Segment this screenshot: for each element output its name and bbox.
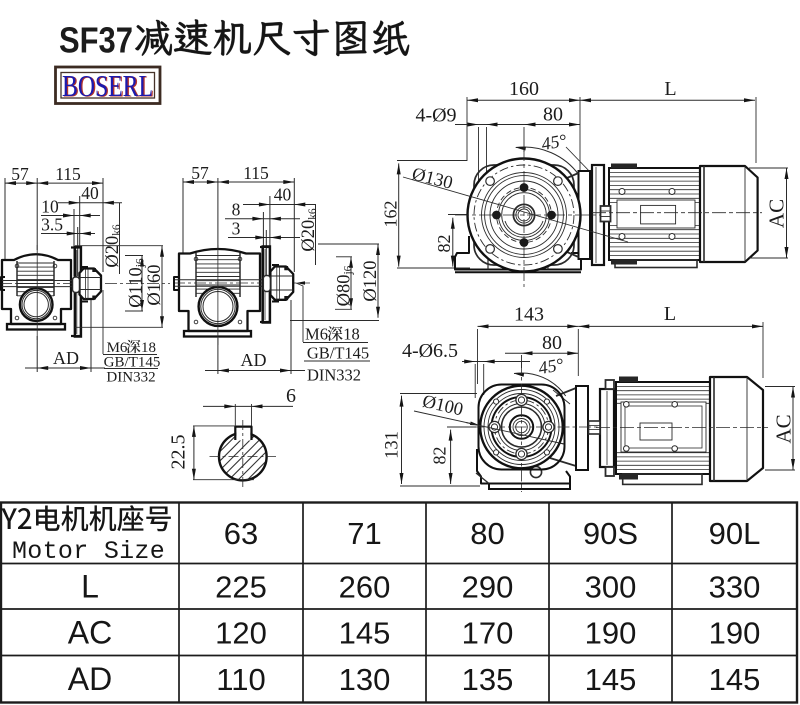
svg-text:40: 40 bbox=[81, 183, 99, 203]
svg-text:L: L bbox=[81, 569, 99, 605]
svg-text:Ø160: Ø160 bbox=[145, 264, 165, 305]
svg-text:18: 18 bbox=[343, 325, 360, 344]
svg-text:AC: AC bbox=[772, 414, 796, 443]
svg-text:80: 80 bbox=[543, 104, 563, 126]
svg-text:Ø120: Ø120 bbox=[361, 260, 381, 301]
svg-text:63: 63 bbox=[224, 516, 258, 551]
svg-text:71: 71 bbox=[347, 516, 381, 551]
svg-text:143: 143 bbox=[514, 304, 544, 326]
svg-text:BOSERL: BOSERL bbox=[63, 69, 154, 104]
svg-text:Motor Size: Motor Size bbox=[12, 537, 165, 566]
svg-text:3.5: 3.5 bbox=[41, 215, 63, 235]
svg-text:190: 190 bbox=[585, 616, 637, 651]
svg-text:3: 3 bbox=[232, 219, 241, 239]
svg-text:162: 162 bbox=[381, 201, 401, 228]
svg-text:AC: AC bbox=[765, 199, 789, 228]
svg-text:145: 145 bbox=[709, 662, 761, 697]
svg-text:40: 40 bbox=[274, 185, 292, 205]
svg-text:BOSERL: BOSERL bbox=[62, 68, 153, 103]
svg-text:115: 115 bbox=[243, 163, 269, 183]
svg-text:Ø80j6: Ø80j6 bbox=[335, 265, 355, 306]
svg-text:AD: AD bbox=[241, 350, 267, 370]
svg-text:6: 6 bbox=[286, 385, 296, 407]
svg-text:22.5: 22.5 bbox=[168, 435, 190, 470]
svg-text:300: 300 bbox=[585, 570, 637, 605]
svg-text:135: 135 bbox=[462, 662, 514, 697]
svg-text:130: 130 bbox=[339, 662, 391, 697]
svg-text:45°: 45° bbox=[540, 130, 568, 154]
svg-text:57: 57 bbox=[11, 164, 29, 184]
svg-text:90S: 90S bbox=[583, 516, 638, 551]
svg-text:131: 131 bbox=[383, 431, 403, 459]
svg-text:145: 145 bbox=[339, 616, 391, 651]
svg-text:10: 10 bbox=[41, 197, 59, 217]
svg-text:80: 80 bbox=[542, 332, 562, 354]
svg-text:145: 145 bbox=[585, 662, 637, 697]
svg-text:4-Ø9: 4-Ø9 bbox=[415, 105, 456, 127]
svg-text:SF37: SF37 bbox=[59, 20, 133, 61]
svg-text:82: 82 bbox=[430, 447, 450, 465]
svg-text:GB/T145: GB/T145 bbox=[307, 344, 369, 363]
svg-text:82: 82 bbox=[434, 235, 454, 253]
svg-text:225: 225 bbox=[215, 570, 267, 605]
svg-text:290: 290 bbox=[462, 570, 514, 605]
svg-text:57: 57 bbox=[191, 163, 209, 183]
svg-text:M6: M6 bbox=[107, 340, 128, 356]
svg-text:90L: 90L bbox=[709, 516, 761, 551]
svg-text:45°: 45° bbox=[537, 354, 565, 378]
svg-text:DIN332: DIN332 bbox=[106, 370, 155, 386]
svg-text:8: 8 bbox=[232, 200, 241, 220]
svg-text:AD: AD bbox=[53, 348, 79, 368]
svg-text:110: 110 bbox=[216, 662, 265, 697]
svg-text:115: 115 bbox=[55, 164, 81, 184]
svg-text:L: L bbox=[664, 303, 676, 325]
svg-text:170: 170 bbox=[462, 616, 514, 651]
svg-text:Ø110j6: Ø110j6 bbox=[127, 258, 147, 308]
svg-text:120: 120 bbox=[215, 616, 267, 651]
svg-text:80: 80 bbox=[470, 516, 504, 551]
svg-text:AC: AC bbox=[68, 615, 112, 651]
svg-text:18: 18 bbox=[141, 340, 156, 356]
svg-text:260: 260 bbox=[339, 570, 391, 605]
svg-text:4-Ø6.5: 4-Ø6.5 bbox=[402, 340, 458, 362]
svg-text:DIN332: DIN332 bbox=[307, 366, 361, 385]
svg-text:330: 330 bbox=[709, 570, 761, 605]
svg-text:190: 190 bbox=[709, 616, 761, 651]
svg-text:L: L bbox=[664, 78, 676, 100]
svg-text:160: 160 bbox=[509, 78, 539, 100]
svg-text:GB/T145: GB/T145 bbox=[104, 355, 161, 371]
svg-text:M6: M6 bbox=[305, 325, 328, 344]
svg-text:AD: AD bbox=[68, 661, 112, 697]
